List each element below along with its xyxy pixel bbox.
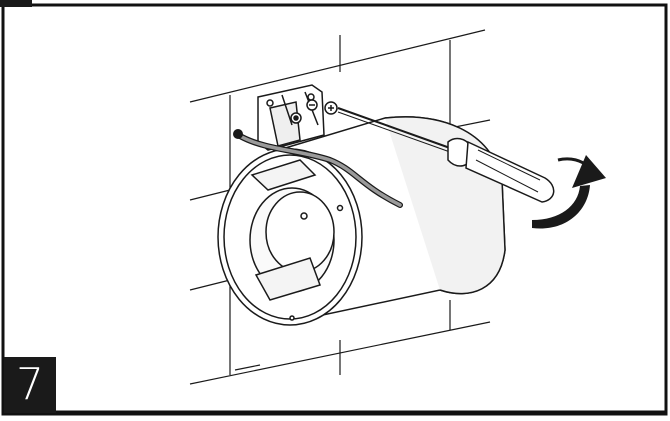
step-number: 7 [16, 359, 44, 410]
mounting-bracket [257, 84, 325, 151]
panel-frame [1, 3, 668, 416]
wall-screws [306, 99, 338, 115]
power-cable [233, 129, 403, 208]
header-tab [0, 0, 32, 7]
step-number-badge: 7 [4, 357, 56, 413]
curved-arrow-clockwise-icon [532, 155, 606, 229]
screwdriver-icon [337, 107, 555, 203]
